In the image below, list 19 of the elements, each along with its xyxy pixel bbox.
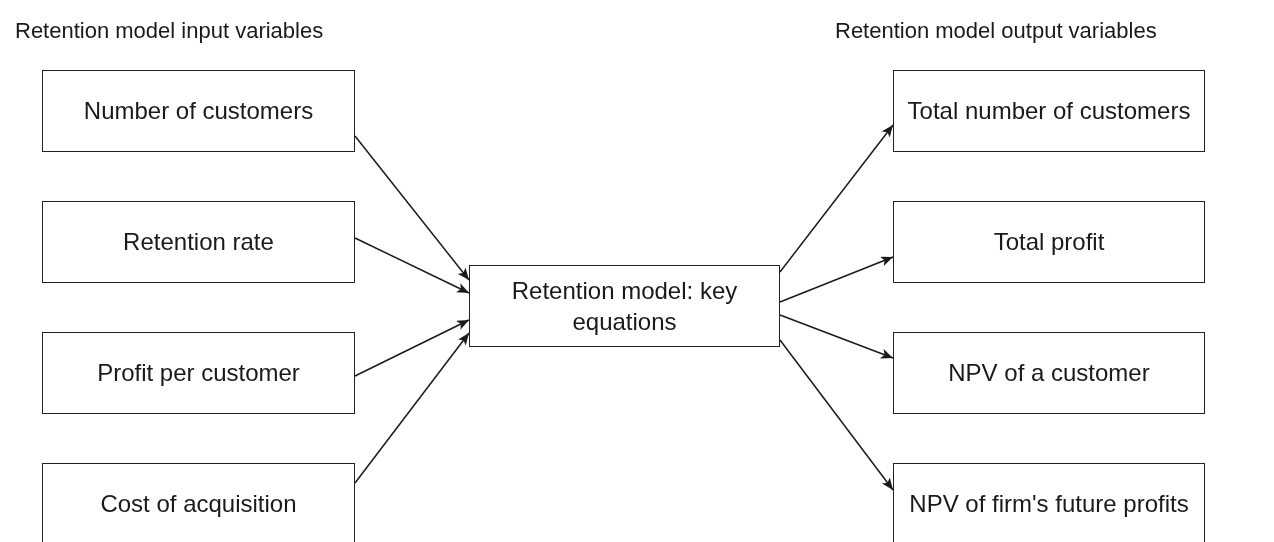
- arrow: [779, 314, 894, 359]
- process-box: Retention model: key equations: [469, 265, 780, 347]
- process-box: NPV of firm's future profits: [893, 463, 1205, 542]
- arrow: [779, 339, 894, 491]
- process-box: Total number of customers: [893, 70, 1205, 152]
- group-heading: Retention model output variables: [835, 18, 1157, 44]
- process-box: Profit per customer: [42, 332, 355, 414]
- process-box: NPV of a customer: [893, 332, 1205, 414]
- arrow: [354, 135, 470, 281]
- arrow: [779, 124, 894, 273]
- arrow: [354, 319, 470, 377]
- arrow: [779, 256, 894, 303]
- process-box: Total profit: [893, 201, 1205, 283]
- process-box: Number of customers: [42, 70, 355, 152]
- process-box: Retention rate: [42, 201, 355, 283]
- arrow: [354, 332, 470, 484]
- arrow: [354, 237, 470, 294]
- group-heading: Retention model input variables: [15, 18, 324, 44]
- process-box: Cost of acquisition: [42, 463, 355, 542]
